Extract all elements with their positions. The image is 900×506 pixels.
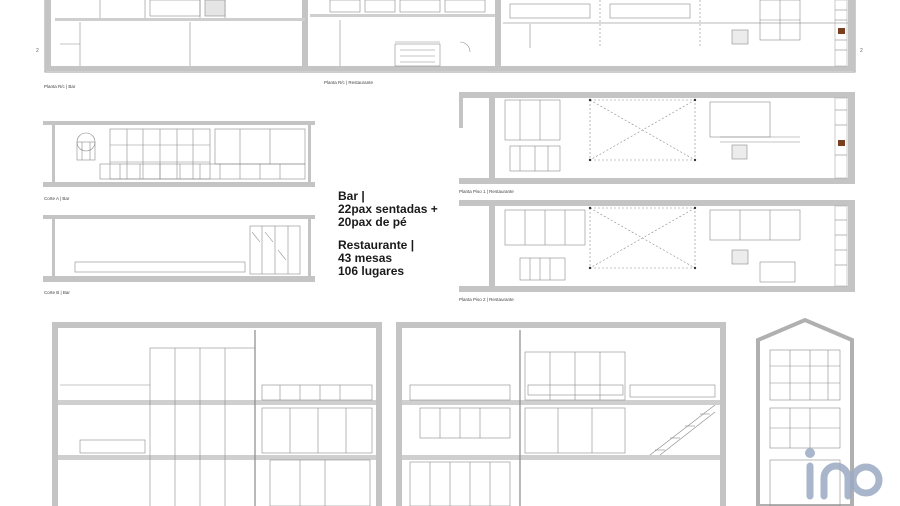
svg-text:2: 2 — [860, 48, 863, 54]
caption-section-b-bar: Corte B | Bar — [44, 290, 70, 295]
section-b-bar — [43, 215, 315, 282]
plan-second-floor — [459, 200, 855, 292]
bar-seated: 22pax sentadas + — [338, 202, 438, 216]
restaurant-seats: 106 lugares — [338, 264, 405, 278]
bar-title: Bar | — [338, 189, 365, 203]
bar-standing: 20pax de pé — [338, 215, 407, 229]
section-a-bar — [43, 121, 315, 187]
section-restaurant-2 — [396, 322, 726, 506]
restaurant-tables: 43 mesas — [338, 251, 393, 265]
plan-first-floor — [459, 92, 855, 184]
capacity-note: Bar | 22pax sentadas + 20pax de pé Resta… — [338, 190, 438, 278]
caption-plan-floor2-restaurant: Planta Piso 2 | Restaurante — [459, 297, 514, 302]
svg-text:2: 2 — [36, 48, 39, 54]
brand-logo-icon — [805, 448, 883, 500]
section-restaurant-1 — [52, 322, 382, 506]
caption-section-a-bar: Corte A | Bar — [44, 196, 70, 201]
plan-ground-floor — [44, 0, 856, 73]
caption-plan-floor1-restaurant: Planta Piso 1 | Restaurante — [459, 189, 514, 194]
restaurant-title: Restaurante | — [338, 238, 415, 252]
caption-plan-rc-bar: Planta R/c | Bar — [44, 84, 76, 89]
section-narrow-facade — [756, 317, 854, 506]
caption-plan-rc-restaurant: Planta R/c | Restaurante — [324, 80, 373, 85]
